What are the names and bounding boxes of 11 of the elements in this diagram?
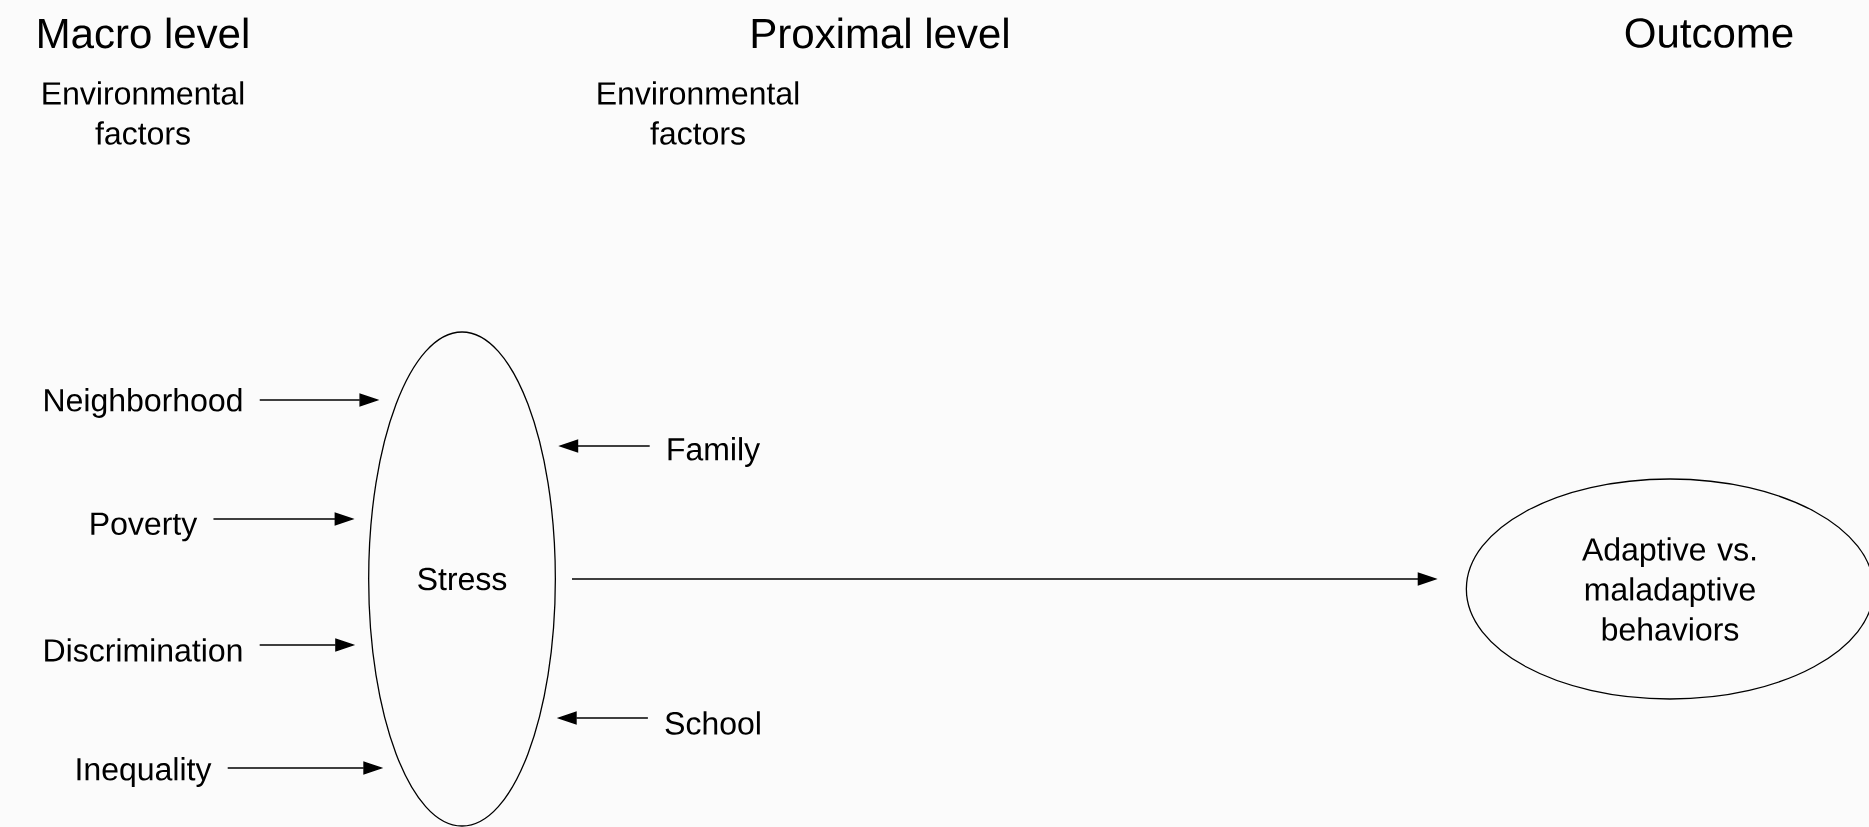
level-heading: Outcome [1625,18,1793,48]
level-heading: Proximal level [752,17,1008,49]
column-subheading: Environmental factors [598,81,799,145]
factor-label: Inequality [77,757,212,787]
factor-label: Discrimination [45,638,242,662]
factor-label: School [665,711,760,735]
factor-label: Family [668,437,761,467]
level-heading: Macro level [39,17,248,49]
column-subheading: Environmental factors [43,81,244,145]
factor-label: Neighborhood [45,388,242,418]
factor-label: Poverty [91,512,198,542]
